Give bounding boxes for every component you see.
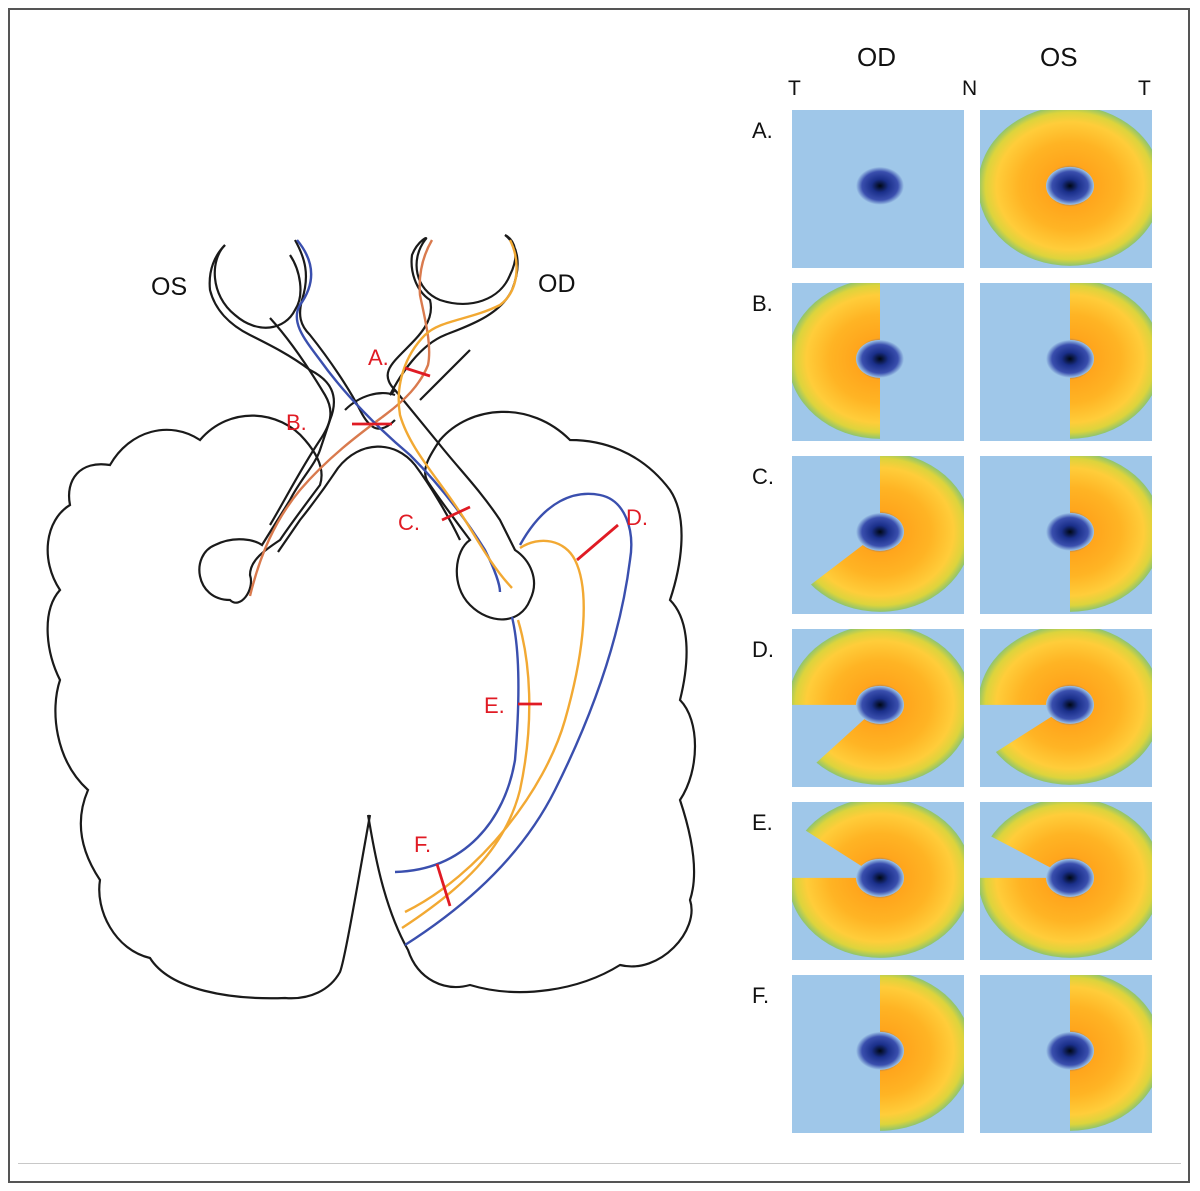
lesion-label-e: E. bbox=[484, 693, 505, 718]
blind-spot-center bbox=[1046, 339, 1094, 378]
field-od-b bbox=[792, 283, 964, 441]
radiation-blue-inner bbox=[394, 616, 520, 874]
row-label-f: F. bbox=[752, 983, 769, 1008]
blind-spot-center bbox=[1046, 1031, 1094, 1070]
field-ring bbox=[1070, 283, 1152, 439]
field-od-d bbox=[792, 629, 964, 787]
blind-spot-center bbox=[856, 339, 904, 378]
brain-outline-main bbox=[46, 244, 372, 1000]
field-os-b bbox=[980, 283, 1152, 441]
radiation-orange-outer bbox=[404, 539, 585, 914]
field-ring bbox=[1070, 456, 1152, 612]
field-ring bbox=[1070, 975, 1152, 1131]
lesion-marker-c bbox=[441, 505, 471, 522]
lesion-label-f: F. bbox=[414, 832, 431, 857]
os-temporal-fiber bbox=[295, 239, 502, 593]
orientation-nasal: N bbox=[962, 77, 977, 100]
eye-label-os: OS bbox=[151, 273, 187, 301]
row-label-e: E. bbox=[752, 810, 773, 835]
row-label-d: D. bbox=[752, 637, 774, 662]
blind-spot-center bbox=[1046, 166, 1094, 205]
lesion-label-b: B. bbox=[286, 410, 307, 435]
footer-rule bbox=[18, 1163, 1181, 1164]
field-rows: A. B. C. D. E. F. bbox=[752, 110, 1152, 1133]
lesion-marker-d bbox=[576, 523, 619, 562]
left-eye-outline bbox=[213, 239, 396, 430]
blind-spot-center bbox=[856, 685, 904, 724]
field-od-a bbox=[792, 110, 964, 268]
lesion-label-d: D. bbox=[626, 505, 648, 530]
blind-spot-center bbox=[856, 166, 904, 205]
os-nasal-fiber bbox=[248, 239, 434, 597]
field-os-d bbox=[980, 629, 1152, 787]
radiation-orange-inner bbox=[401, 619, 531, 930]
row-label-b: B. bbox=[752, 291, 773, 316]
orientation-temporal-right: T bbox=[1138, 77, 1151, 100]
field-od-e bbox=[792, 802, 964, 960]
lesion-label-c: C. bbox=[398, 510, 420, 535]
blind-spot-center bbox=[1046, 685, 1094, 724]
field-od-f bbox=[792, 975, 964, 1133]
od-nasal-fiber bbox=[397, 239, 518, 589]
optic-chiasm-outline bbox=[269, 317, 471, 553]
figure-frame bbox=[8, 8, 1190, 1183]
lesion-marker-f bbox=[435, 863, 452, 907]
header-os: OS bbox=[1040, 42, 1078, 72]
blind-spot-center bbox=[1046, 858, 1094, 897]
lesion-label-a: A. bbox=[368, 345, 389, 370]
lesion-markers bbox=[352, 366, 619, 907]
header-od: OD bbox=[857, 42, 896, 72]
row-label-c: C. bbox=[752, 464, 774, 489]
blind-spot-center bbox=[856, 858, 904, 897]
field-ring bbox=[792, 283, 880, 439]
brain-outline bbox=[366, 234, 696, 994]
field-os-c bbox=[980, 456, 1152, 614]
lesion-marker-a bbox=[404, 366, 431, 378]
row-label-a: A. bbox=[752, 118, 773, 143]
visual-pathway-diagram: OS OD A. B. C. D. E. F. bbox=[46, 234, 696, 1000]
eye-label-od: OD bbox=[538, 270, 576, 298]
field-os-f bbox=[980, 975, 1152, 1133]
field-od-c bbox=[792, 456, 964, 614]
radiation-blue-outer bbox=[404, 492, 633, 947]
orientation-temporal-left: T bbox=[788, 77, 801, 100]
field-os-e bbox=[980, 802, 1152, 960]
blind-spot-center bbox=[856, 1031, 904, 1070]
blind-spot-center bbox=[1046, 512, 1094, 551]
field-os-a bbox=[980, 110, 1152, 268]
visual-fields-panel: OD OS T N T A. B. C. D. E. F. bbox=[752, 42, 1152, 1133]
blind-spot-center bbox=[856, 512, 904, 551]
field-ring bbox=[880, 975, 964, 1131]
